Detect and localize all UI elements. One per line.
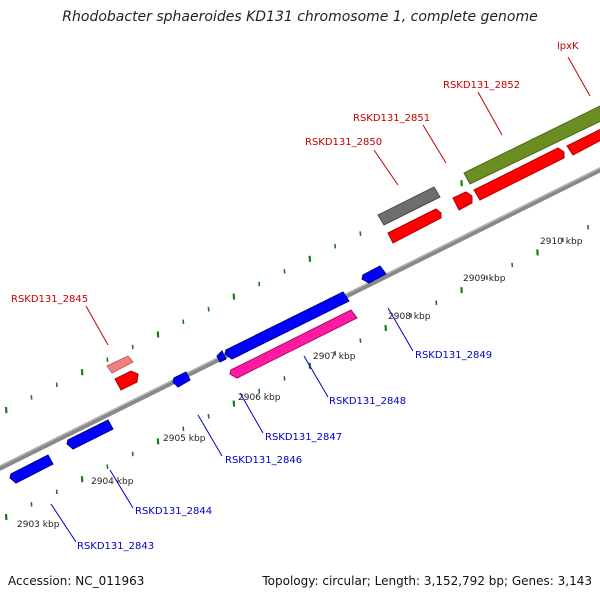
gene-2844-arrow xyxy=(66,419,114,450)
leader-2849 xyxy=(387,307,414,352)
leader-2846 xyxy=(197,414,223,457)
tick-row-upper xyxy=(4,117,590,414)
gene-2848-arrow xyxy=(229,309,358,379)
kbp-label: 2906 kbp xyxy=(238,393,281,403)
kbp-label: 2904 kbp xyxy=(91,477,134,487)
topology-text: Topology: circular; Length: 3,152,792 bp… xyxy=(262,574,592,588)
leader-2847 xyxy=(239,392,264,434)
gene-label-2849[interactable]: RSKD131_2849 xyxy=(415,350,492,361)
gene-2845-arrow xyxy=(114,370,139,391)
leader-2850 xyxy=(373,149,399,186)
gene-label-2847[interactable]: RSKD131_2847 xyxy=(265,432,342,443)
gene-2852-green-bar xyxy=(463,105,600,185)
gene-2846-arrow xyxy=(172,371,191,388)
gene-2852-arrow xyxy=(473,147,565,201)
gene-lpxk-arrow xyxy=(566,128,600,156)
leader-lpxk xyxy=(567,56,591,97)
gene-label-2850[interactable]: RSKD131_2850 xyxy=(305,137,382,148)
map-title: Rhodobacter sphaeroides KD131 chromosome… xyxy=(62,9,538,25)
kbp-label: 2905 kbp xyxy=(163,434,206,444)
leader-2845 xyxy=(85,305,109,346)
gene-label-2846[interactable]: RSKD131_2846 xyxy=(225,455,302,466)
gene-label-2844[interactable]: RSKD131_2844 xyxy=(135,506,212,517)
accession-text: Accession: NC_011963 xyxy=(8,574,145,588)
gene-label-2845[interactable]: RSKD131_2845 xyxy=(11,294,88,305)
kbp-label: 2908 kbp xyxy=(388,312,431,322)
kbp-label: 2903 kbp xyxy=(17,520,60,530)
gene-2850-arrow xyxy=(387,208,442,244)
leader-2848 xyxy=(303,355,329,398)
gene-2849-arrow xyxy=(361,265,387,284)
gene-2847-arrow xyxy=(224,291,350,360)
gene-2847-small-arrow xyxy=(216,350,227,363)
gene-2850-gray-bar xyxy=(377,186,441,226)
gene-label-lpxk[interactable]: lpxK xyxy=(557,41,579,52)
kbp-label: 2909 kbp xyxy=(463,274,506,284)
leader-2843 xyxy=(50,503,77,543)
gene-label-2848[interactable]: RSKD131_2848 xyxy=(329,396,406,407)
genome-backbone-highlight xyxy=(0,167,600,467)
gene-2843-arrow xyxy=(9,454,54,484)
gene-label-2851[interactable]: RSKD131_2851 xyxy=(353,113,430,124)
gene-2845-pale-bar xyxy=(106,355,134,374)
gene-2851-arrow xyxy=(452,191,473,211)
gene-label-2852[interactable]: RSKD131_2852 xyxy=(443,80,520,91)
tick-row-lower xyxy=(4,224,590,521)
kbp-label: 2910 kbp xyxy=(540,237,583,247)
leader-2852 xyxy=(477,91,503,136)
leader-2851 xyxy=(422,124,447,164)
leader-2844 xyxy=(109,469,134,509)
kbp-label: 2907 kbp xyxy=(313,352,356,362)
gene-label-2843[interactable]: RSKD131_2843 xyxy=(77,541,154,552)
